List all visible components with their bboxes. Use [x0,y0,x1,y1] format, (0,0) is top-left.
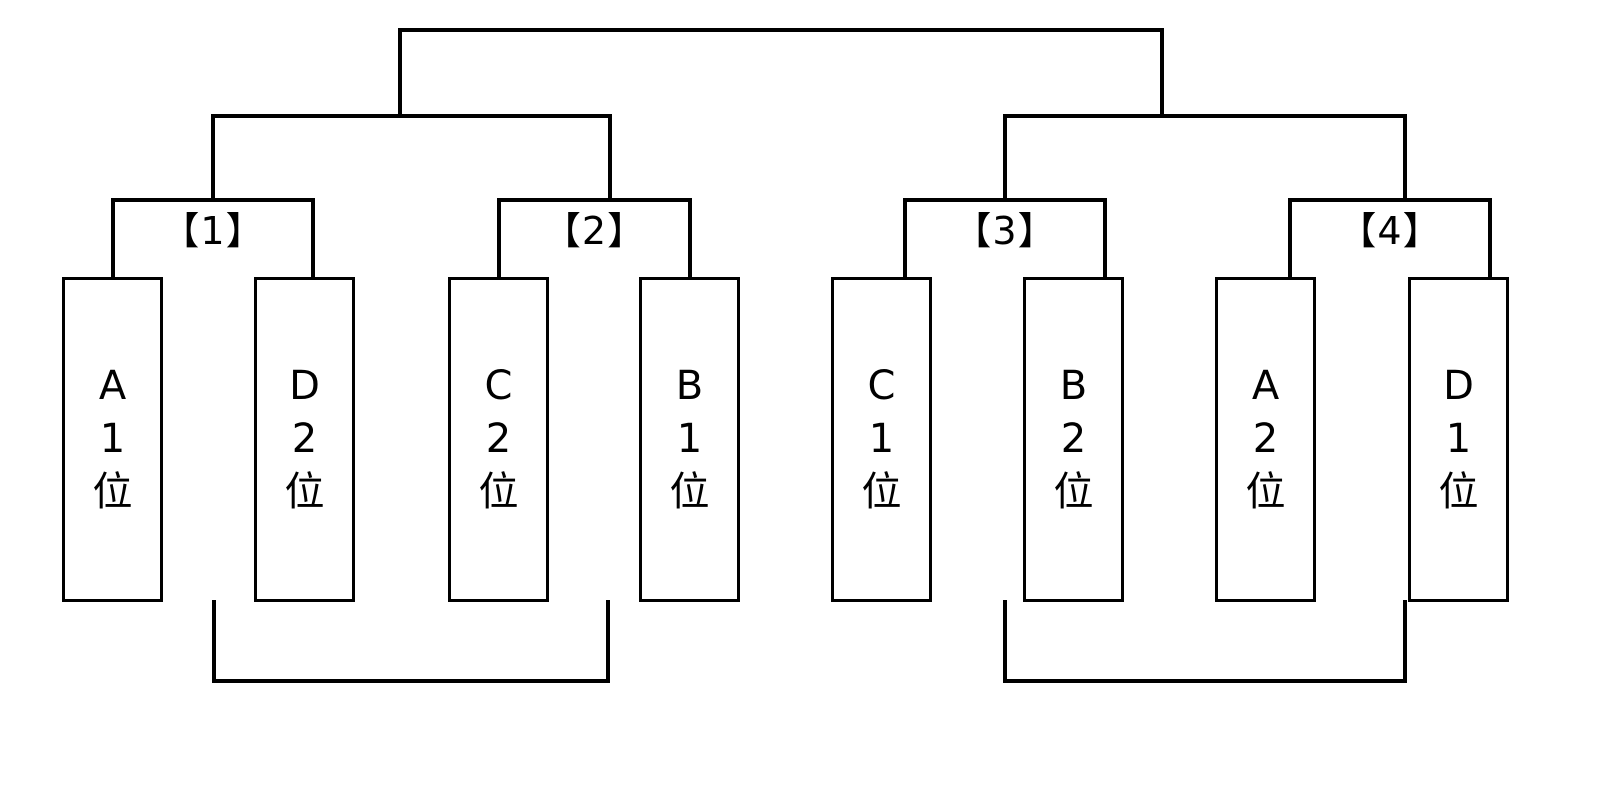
team-rank-6: 2 [1060,416,1087,463]
team-box-7[interactable]: A 2 位 [1215,277,1316,602]
team-box-5[interactable]: C 1 位 [831,277,932,602]
round-label-qf-2: 【2】 [542,209,647,253]
team-group-7: A [1251,363,1280,410]
team-box-2[interactable]: D 2 位 [254,277,355,602]
team-unit-2: 位 [284,468,325,515]
team-box-6[interactable]: B 2 位 [1023,277,1124,602]
team-unit-4: 位 [669,468,710,515]
team-unit-3: 位 [478,468,519,515]
team-group-6: B [1059,363,1088,410]
team-unit-7: 位 [1245,468,1286,515]
team-box-3[interactable]: C 2 位 [448,277,549,602]
team-group-8: D [1443,363,1474,410]
team-box-1[interactable]: A 1 位 [62,277,163,602]
team-box-4[interactable]: B 1 位 [639,277,740,602]
team-box-8[interactable]: D 1 位 [1408,277,1509,602]
round-label-qf-3: 【3】 [953,209,1057,253]
team-unit-1: 位 [92,468,133,515]
team-unit-6: 位 [1053,468,1094,515]
round-label-qf-1: 【1】 [161,209,265,253]
team-group-1: A [98,363,127,410]
team-rank-7: 2 [1252,416,1279,463]
round-label-qf-4: 【4】 [1338,209,1442,253]
team-group-4: B [675,363,704,410]
team-unit-8: 位 [1438,468,1479,515]
team-rank-2: 2 [291,416,318,463]
team-unit-5: 位 [861,468,902,515]
team-group-3: C [484,363,513,410]
team-rank-8: 1 [1445,416,1472,463]
team-rank-1: 1 [99,416,126,463]
team-rank-4: 1 [676,416,703,463]
team-rank-5: 1 [868,416,895,463]
team-group-5: C [867,363,896,410]
team-group-2: D [289,363,320,410]
team-rank-3: 2 [485,416,512,463]
